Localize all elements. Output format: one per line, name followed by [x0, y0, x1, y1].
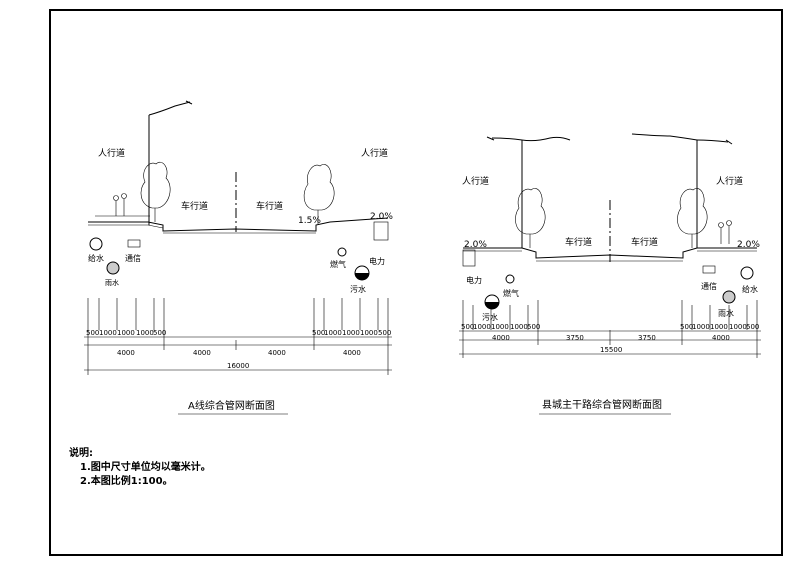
right-sewage-label: 污水: [482, 312, 498, 322]
right-dim-l-4: 500: [527, 323, 540, 331]
notes-heading: 说明:: [69, 446, 93, 459]
left-dim-l-4: 500: [153, 329, 166, 337]
right-dim-l-2: 1000: [491, 323, 509, 331]
right-dim-l-1: 1000: [473, 323, 491, 331]
left-total-dim: 16000: [227, 362, 249, 370]
notes-line-1: 1.图中尺寸单位均以毫米计。: [80, 460, 211, 473]
right-carriage-label-r: 车行道: [631, 236, 658, 248]
rain-pipe-icon: [106, 261, 120, 275]
rain-pipe-icon: [722, 290, 736, 304]
left-sidewalk-label-r: 人行道: [361, 147, 388, 159]
right-gas-label: 燃气: [503, 288, 519, 298]
left-dim-l-3: 1000: [136, 329, 154, 337]
left-sidewalk-label-l: 人行道: [98, 147, 125, 159]
gas-pipe-icon: [337, 247, 347, 257]
tree-icon: [515, 188, 546, 248]
right-seg-dim-0: 4000: [492, 334, 510, 342]
right-dim-r-0: 500: [680, 323, 693, 331]
left-seg-dim-2: 4000: [268, 349, 286, 357]
telecom-duct-icon: [702, 265, 716, 274]
right-water-supply-label: 给水: [742, 284, 758, 294]
left-dim-l-1: 1000: [99, 329, 117, 337]
right-power-label: 电力: [466, 275, 482, 285]
right-seg-dim-3: 4000: [712, 334, 730, 342]
notes: 说明: 1.图中尺寸单位均以毫米计。 2.本图比例1:100。: [69, 446, 211, 487]
left-dim-r-1: 1000: [324, 329, 342, 337]
right-drawing-title: 县城主干路综合管网断面图: [542, 398, 662, 411]
right-dim-l-3: 1000: [510, 323, 528, 331]
right-dim-r-1: 1000: [692, 323, 710, 331]
left-dim-l-0: 500: [86, 329, 99, 337]
left-carriage-label-r: 车行道: [256, 200, 283, 212]
telecom-duct-icon: [127, 239, 141, 248]
notes-line-2: 2.本图比例1:100。: [80, 474, 173, 487]
right-dim-r-3: 1000: [729, 323, 747, 331]
sewage-pipe-icon: [484, 294, 500, 310]
right-dimension-lines: [459, 300, 761, 358]
street-lamp-icon: [486, 136, 571, 248]
right-cross-section: 人行道 人行道 车行道 车行道 2.0% 2.0% 电力 燃气 污水 通信 给水…: [459, 133, 761, 415]
tree-icon: [140, 161, 171, 222]
right-dim-r-2: 1000: [710, 323, 728, 331]
right-dim-l-0: 500: [461, 323, 474, 331]
left-seg-dim-1: 4000: [193, 349, 211, 357]
left-drawing-title: A线综合管网断面图: [188, 399, 275, 412]
left-seg-dim-0: 4000: [117, 349, 135, 357]
street-lamp-icon: [631, 133, 733, 248]
left-rain-label: 雨水: [105, 278, 119, 287]
right-telecom-label: 通信: [701, 281, 717, 291]
road-profile: [88, 172, 389, 241]
road-profile: [462, 200, 757, 267]
right-slope-right: 2.0%: [737, 240, 760, 250]
right-total-dim: 15500: [600, 346, 622, 354]
left-dim-r-2: 1000: [342, 329, 360, 337]
tree-icon: [303, 164, 335, 224]
left-gas-label: 燃气: [330, 259, 346, 269]
right-sidewalk-label-r: 人行道: [716, 175, 743, 187]
left-cross-section: 人行道 人行道 车行道 车行道 1.5% 2.0% 给水 通信 雨水 燃气 电力…: [84, 100, 393, 415]
left-dim-r-4: 500: [378, 329, 391, 337]
right-slope-left: 2.0%: [464, 240, 487, 250]
left-power-label: 电力: [369, 256, 385, 266]
left-dim-r-3: 1000: [360, 329, 378, 337]
left-slope-mid: 1.5%: [298, 216, 321, 226]
right-dim-r-4: 500: [746, 323, 759, 331]
left-telecom-label: 通信: [125, 253, 141, 263]
pedestrian-icon: [113, 193, 127, 216]
left-sewage-label: 污水: [350, 284, 366, 294]
left-water-supply-label: 给水: [88, 253, 104, 263]
gas-pipe-icon: [505, 274, 515, 284]
left-dimension-lines: [84, 298, 392, 375]
left-dim-l-2: 1000: [117, 329, 135, 337]
right-seg-dim-1: 3750: [566, 334, 584, 342]
tree-icon: [677, 188, 708, 248]
water-supply-pipe-icon: [740, 266, 754, 280]
right-rain-label: 雨水: [718, 308, 734, 318]
water-supply-pipe-icon: [89, 237, 103, 251]
right-seg-dim-2: 3750: [638, 334, 656, 342]
left-slope-right: 2.0%: [370, 212, 393, 222]
right-carriage-label-l: 车行道: [565, 236, 592, 248]
left-dim-r-0: 500: [312, 329, 325, 337]
pedestrian-icon: [718, 220, 732, 244]
right-sidewalk-label-l: 人行道: [462, 175, 489, 187]
sheet-border: [49, 9, 783, 556]
left-seg-dim-3: 4000: [343, 349, 361, 357]
sewage-pipe-icon: [354, 265, 370, 281]
left-carriage-label-l: 车行道: [181, 200, 208, 212]
